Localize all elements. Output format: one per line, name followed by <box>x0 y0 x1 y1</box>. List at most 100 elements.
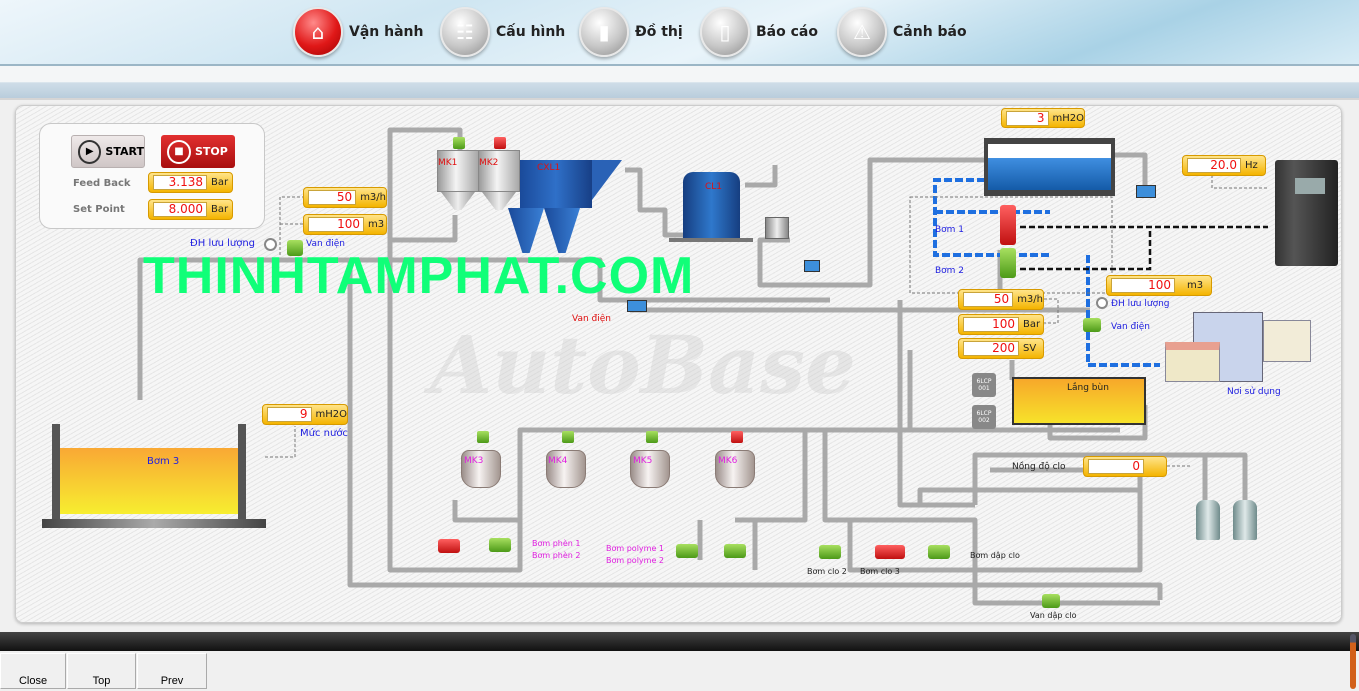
polymer-pump1-label: Bơm polyme 1 <box>606 544 664 553</box>
vfd-inverter-icon[interactable] <box>1275 160 1338 266</box>
pump2-icon[interactable] <box>1000 248 1016 278</box>
inlet-flowmeter-label: ĐH lưu lượng <box>190 238 255 249</box>
plc2-button[interactable]: 6LCP 002 <box>972 405 996 429</box>
stop-button[interactable]: ■STOP <box>161 135 235 168</box>
sludge-tank-label: Lắng bùn <box>1067 383 1109 393</box>
cl1-label: CL1 <box>705 182 723 192</box>
quench-valve-icon[interactable] <box>1042 594 1060 608</box>
quench-valve-label: Van dập clo <box>1030 611 1077 620</box>
sump-icon <box>627 300 647 312</box>
mk6-label: MK6 <box>718 456 738 466</box>
polymer-pump1-icon[interactable] <box>676 544 698 558</box>
clarifier-cxl1 <box>520 160 592 208</box>
header-bar: ⌂Vận hành ☷Cấu hình ▮Đồ thị ▯Báo cáo ⚠Cả… <box>0 0 1359 66</box>
chlorine-tank-icon <box>1196 500 1220 540</box>
sub-toolbar <box>0 66 1359 100</box>
mk1-mixer-motor-icon[interactable] <box>453 137 465 149</box>
alum-pump2-label: Bơm phèn 2 <box>532 551 581 560</box>
process-valve-label: Van điện <box>572 314 611 324</box>
inlet-valve-icon[interactable] <box>287 240 303 256</box>
nav-do-thi[interactable]: ▮Đồ thị <box>579 7 683 57</box>
mk2-mixer-motor-icon[interactable] <box>494 137 506 149</box>
clean-water-tank <box>984 138 1115 196</box>
nav-canh-bao[interactable]: ⚠Cảnh báo <box>837 7 967 57</box>
alum-pump2-icon[interactable] <box>489 538 511 552</box>
mk5-label: MK5 <box>633 456 653 466</box>
mk6-mixer-motor-icon[interactable] <box>731 431 743 443</box>
hierarchy-icon: ☷ <box>440 7 490 57</box>
mk1-label: MK1 <box>438 158 458 168</box>
chlorine-conc-display: 0 <box>1083 456 1167 477</box>
sludge-settling-tank <box>1012 377 1146 425</box>
raw-water-tank <box>42 424 266 528</box>
nav-van-hanh[interactable]: ⌂Vận hành <box>293 7 423 57</box>
pump3-label: Bơm 3 <box>147 456 180 467</box>
tank-mk1 <box>437 150 479 192</box>
status-bar <box>0 632 1359 651</box>
prev-button[interactable]: Prev <box>137 653 207 689</box>
polymer-pump2-label: Bơm polyme 2 <box>606 556 664 565</box>
tank-mk4 <box>546 450 586 488</box>
tank-mk2 <box>478 150 520 192</box>
site-watermark: THINHTAMPHAT.COM <box>143 247 695 305</box>
supply-valve-icon[interactable] <box>1083 318 1101 332</box>
tank-mk5 <box>630 450 670 488</box>
flowmeter-gauge-icon <box>1096 297 1108 309</box>
chart-icon: ▮ <box>579 7 629 57</box>
mk4-label: MK4 <box>548 456 568 466</box>
chlorine-conc-label: Nồng độ clo <box>1012 462 1066 472</box>
autobase-watermark: AutoBase <box>430 318 856 412</box>
supply-valve-label: Van điện <box>1111 322 1150 332</box>
flowmeter-gauge-icon <box>264 238 277 251</box>
sump-icon <box>804 260 820 272</box>
pump1-icon[interactable] <box>1000 205 1016 245</box>
nav-bao-cao[interactable]: ▯Báo cáo <box>700 7 818 57</box>
chlorine-tank-icon <box>1233 500 1257 540</box>
consumer-label: Nơi sử dụng <box>1227 387 1281 397</box>
top-button[interactable]: Top <box>67 653 136 689</box>
quench-pump-icon[interactable] <box>928 545 950 559</box>
chlorine-pump3-label: Bơm clo 3 <box>860 567 900 576</box>
quench-pump-label: Bơm dập clo <box>970 551 1020 560</box>
mk5-mixer-motor-icon[interactable] <box>646 431 658 443</box>
consumer-building-icon <box>1165 300 1313 385</box>
mk2-label: MK2 <box>479 158 499 168</box>
alum-pump1-label: Bơm phèn 1 <box>532 539 581 548</box>
tank-cl1 <box>683 172 740 238</box>
water-level-label: Mức nước <box>300 428 348 439</box>
mk3-mixer-motor-icon[interactable] <box>477 431 489 443</box>
chlorine-pump2-icon[interactable] <box>819 545 841 559</box>
chlorine-pump3-icon[interactable] <box>875 545 905 559</box>
tank-mk6 <box>715 450 755 488</box>
setpoint-label: Set Point <box>73 204 125 215</box>
alum-pump1-icon[interactable] <box>438 539 460 553</box>
pump2-label: Bơm 2 <box>935 266 965 276</box>
cxl1-label: CXL1 <box>537 163 561 173</box>
inlet-valve-label: Van điện <box>306 239 345 249</box>
plc1-button[interactable]: 6LCP 001 <box>972 373 996 397</box>
home-icon: ⌂ <box>293 7 343 57</box>
mk4-mixer-motor-icon[interactable] <box>562 431 574 443</box>
polymer-pump2-icon[interactable] <box>724 544 746 558</box>
document-icon: ▯ <box>700 7 750 57</box>
close-button[interactable]: Close <box>0 653 66 689</box>
warning-icon: ⚠ <box>837 7 887 57</box>
stop-icon: ■ <box>167 139 191 164</box>
mk3-label: MK3 <box>464 456 484 466</box>
tank-mk3 <box>461 450 501 488</box>
play-icon: ▶ <box>78 139 102 164</box>
start-button[interactable]: ▶START <box>71 135 145 168</box>
pump1-label: Bơm 1 <box>935 225 965 235</box>
nav-cau-hinh[interactable]: ☷Cấu hình <box>440 7 565 57</box>
